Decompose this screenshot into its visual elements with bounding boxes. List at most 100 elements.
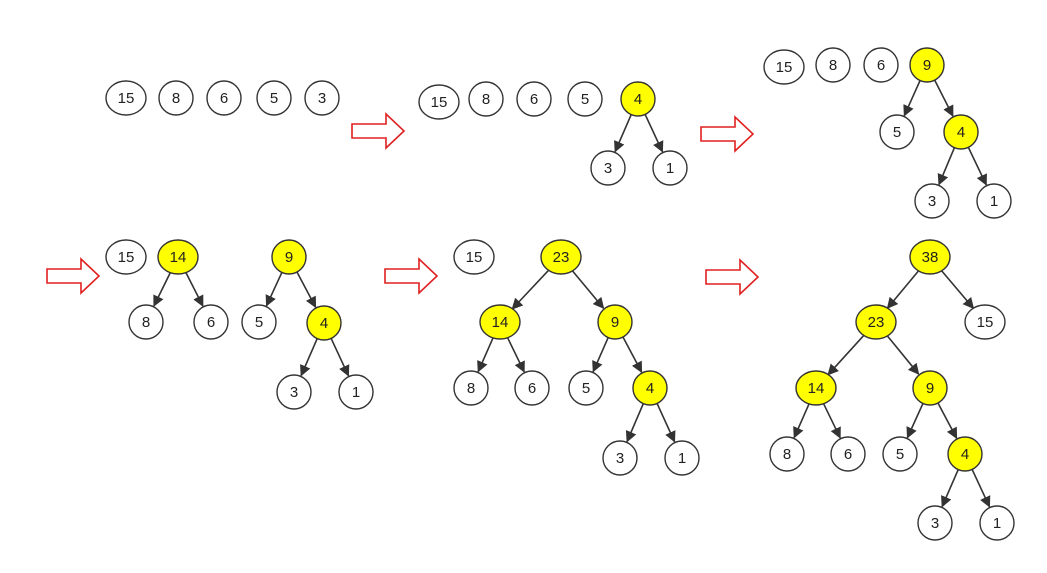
merged-node: 9: [597, 304, 633, 340]
node-label: 8: [467, 380, 475, 397]
leaf-node: 3: [276, 374, 312, 410]
node-circle: [652, 150, 688, 186]
leaf-node: 6: [516, 81, 552, 117]
leaf-node: 5: [567, 81, 603, 117]
leaf-node: 15: [453, 239, 495, 275]
leaf-node: 15: [418, 84, 460, 120]
node-circle: [158, 80, 194, 116]
node-circle: [909, 239, 951, 275]
node-circle: [193, 304, 229, 340]
leaf-node: 3: [602, 440, 638, 476]
node-label: 6: [844, 446, 852, 463]
node-label: 1: [678, 450, 686, 467]
stage-2: [614, 114, 664, 153]
node-circle: [128, 304, 164, 340]
stage-5: [477, 268, 676, 443]
node-label: 3: [928, 193, 936, 210]
node-circle: [105, 80, 147, 116]
tree-edge: [906, 403, 924, 439]
node-label: 5: [582, 380, 590, 397]
leaf-node: 5: [568, 370, 604, 406]
tree-edge: [933, 79, 954, 117]
node-label: 5: [581, 91, 589, 108]
node-label: 8: [829, 57, 837, 74]
node-circle: [479, 304, 521, 340]
tree-edge: [941, 469, 959, 508]
node-label: 4: [634, 91, 642, 108]
leaf-node: 3: [590, 150, 626, 186]
node-circle: [882, 436, 918, 472]
node-circle: [338, 374, 374, 410]
leaf-node: 5: [879, 114, 915, 150]
node-circle: [914, 183, 950, 219]
merged-node: 4: [947, 436, 983, 472]
node-circle: [306, 305, 342, 341]
node-label: 5: [270, 90, 278, 107]
leaf-node: 8: [158, 80, 194, 116]
node-label: 3: [604, 160, 612, 177]
node-label: 15: [466, 249, 483, 266]
tree-edge: [592, 337, 609, 373]
node-circle: [206, 80, 242, 116]
node-label: 23: [868, 314, 885, 331]
node-label: 3: [616, 450, 624, 467]
node-label: 15: [776, 59, 793, 76]
tree-edge: [644, 114, 664, 153]
leaf-node: 5: [882, 436, 918, 472]
node-circle: [453, 370, 489, 406]
leaf-node: 1: [338, 374, 374, 410]
leaf-node: 15: [105, 239, 147, 275]
tree-edge: [265, 272, 283, 307]
leaf-node: 15: [105, 80, 147, 116]
tree-edge: [571, 269, 605, 310]
leaf-node: 8: [453, 370, 489, 406]
edges-layer: [153, 79, 991, 508]
node-circle: [763, 49, 805, 85]
tree-edge: [827, 334, 866, 376]
leaf-node: 6: [830, 436, 866, 472]
node-label: 4: [320, 315, 328, 332]
merged-node: 4: [632, 370, 668, 406]
node-label: 15: [118, 249, 135, 266]
node-label: 1: [666, 160, 674, 177]
node-label: 4: [646, 380, 654, 397]
node-label: 6: [220, 90, 228, 107]
node-circle: [795, 370, 837, 406]
leaf-node: 8: [815, 47, 851, 83]
tree-edge: [886, 269, 920, 310]
node-label: 9: [923, 57, 931, 74]
node-circle: [540, 239, 582, 275]
node-label: 8: [172, 90, 180, 107]
leaf-node: 6: [193, 304, 229, 340]
merged-node: 9: [909, 47, 945, 83]
leaf-node: 3: [917, 505, 953, 541]
tree-edge: [793, 403, 810, 439]
node-label: 15: [118, 90, 135, 107]
node-label: 4: [961, 446, 969, 463]
tree-edge: [153, 271, 172, 307]
node-label: 6: [877, 57, 885, 74]
leaf-node: 8: [769, 436, 805, 472]
leaf-node: 5: [241, 304, 277, 340]
node-circle: [815, 47, 851, 83]
node-circle: [514, 370, 550, 406]
tree-edge: [506, 336, 525, 373]
leaf-node: 6: [514, 370, 550, 406]
node-label: 23: [553, 249, 570, 266]
leaf-node: 8: [128, 304, 164, 340]
leaf-node: 8: [468, 81, 504, 117]
tree-edge: [940, 269, 975, 310]
leaf-node: 6: [206, 80, 242, 116]
node-label: 1: [990, 193, 998, 210]
node-circle: [664, 440, 700, 476]
tree-edge: [330, 338, 350, 377]
node-label: 15: [977, 314, 994, 331]
node-circle: [947, 436, 983, 472]
node-label: 9: [611, 314, 619, 331]
node-label: 1: [352, 384, 360, 401]
leaf-node: 1: [652, 150, 688, 186]
